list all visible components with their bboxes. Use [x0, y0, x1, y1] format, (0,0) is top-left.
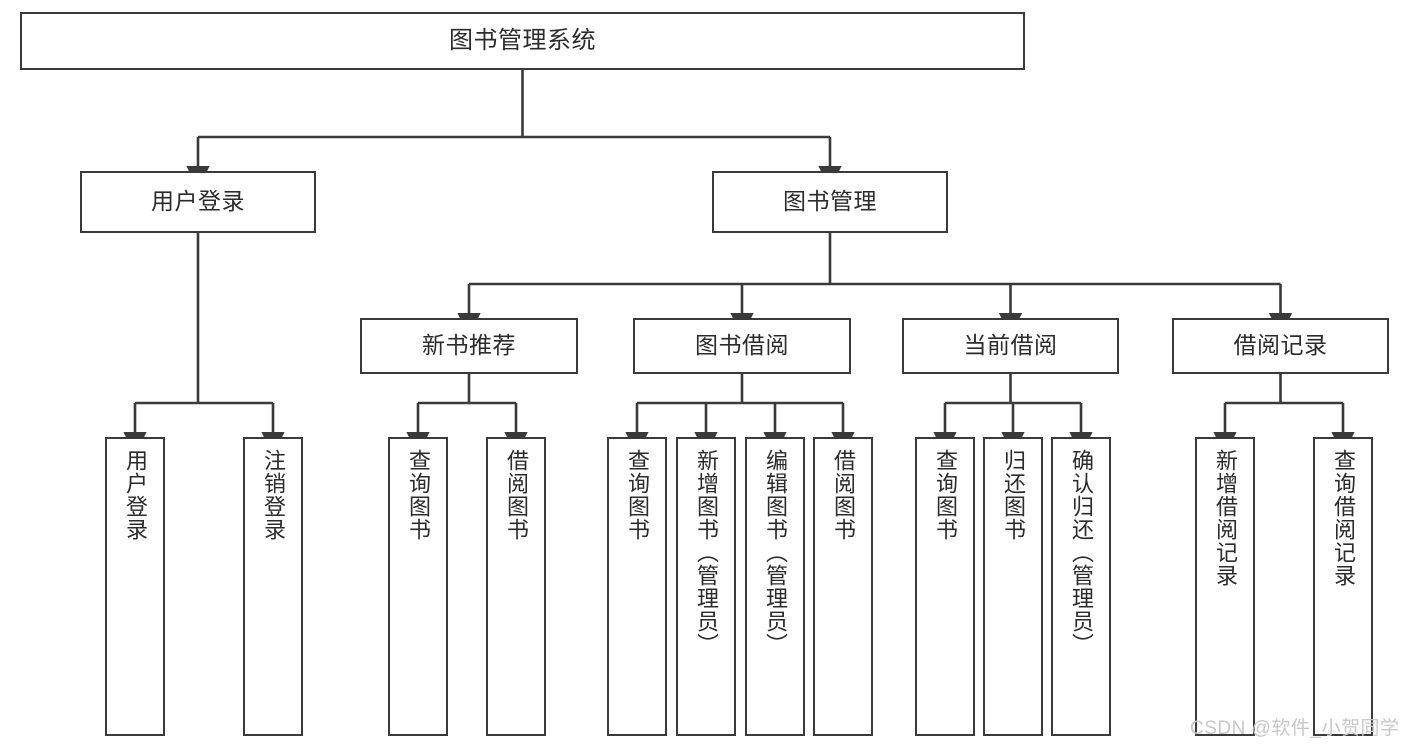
- node-root[interactable]: 图书管理系统: [20, 12, 1025, 70]
- node-label: 查询借阅记录: [1330, 449, 1356, 587]
- node-label: 图书管理: [783, 188, 877, 215]
- csdn-watermark: CSDN @软件_小贺同学: [1190, 718, 1400, 739]
- node-label: 当前借阅: [963, 332, 1058, 359]
- node-login[interactable]: 用户登录: [80, 171, 316, 233]
- node-label: 图书管理系统: [449, 26, 596, 54]
- node-label: 借阅图书: [503, 449, 529, 541]
- edge-group: [123, 70, 1355, 456]
- node-leaf-user-login[interactable]: 用户登录: [105, 437, 165, 736]
- node-leaf-borrow-edit[interactable]: 编辑图书（管理员）: [745, 437, 805, 736]
- node-current[interactable]: 当前借阅: [902, 318, 1119, 374]
- node-label: 图书借阅: [695, 332, 789, 359]
- node-leaf-newbook-query[interactable]: 查询图书: [388, 437, 448, 736]
- node-newbook[interactable]: 新书推荐: [360, 318, 578, 374]
- node-label: 新书推荐: [422, 332, 516, 359]
- node-leaf-current-confirm[interactable]: 确认归还（管理员）: [1051, 437, 1111, 736]
- node-label: 编辑图书（管理员）: [762, 449, 788, 656]
- node-leaf-user-logout[interactable]: 注销登录: [243, 437, 303, 736]
- node-label: 用户登录: [122, 449, 148, 541]
- node-records[interactable]: 借阅记录: [1172, 318, 1389, 374]
- node-leaf-records-query[interactable]: 查询借阅记录: [1313, 437, 1373, 736]
- node-leaf-borrow-lend[interactable]: 借阅图书: [813, 437, 873, 736]
- node-leaf-newbook-borrow[interactable]: 借阅图书: [486, 437, 546, 736]
- node-leaf-borrow-query[interactable]: 查询图书: [607, 437, 667, 736]
- node-label: 新增借阅记录: [1212, 449, 1238, 587]
- node-label: 新增图书（管理员）: [693, 449, 719, 656]
- node-leaf-current-query[interactable]: 查询图书: [915, 437, 975, 736]
- node-label: 归还图书: [1000, 449, 1026, 541]
- node-label: 注销登录: [260, 449, 286, 541]
- node-label: 确认归还（管理员）: [1068, 449, 1094, 656]
- node-label: 查询图书: [624, 449, 650, 541]
- node-leaf-records-add[interactable]: 新增借阅记录: [1195, 437, 1255, 736]
- node-label: 查询图书: [932, 449, 958, 541]
- node-label: 查询图书: [405, 449, 431, 541]
- node-bookmgmt[interactable]: 图书管理: [712, 171, 948, 233]
- node-label: 用户登录: [151, 188, 245, 215]
- node-label: 借阅图书: [830, 449, 856, 541]
- node-leaf-current-return[interactable]: 归还图书: [983, 437, 1043, 736]
- node-label: 借阅记录: [1233, 332, 1328, 359]
- node-leaf-borrow-add[interactable]: 新增图书（管理员）: [676, 437, 736, 736]
- node-borrow[interactable]: 图书借阅: [633, 318, 851, 374]
